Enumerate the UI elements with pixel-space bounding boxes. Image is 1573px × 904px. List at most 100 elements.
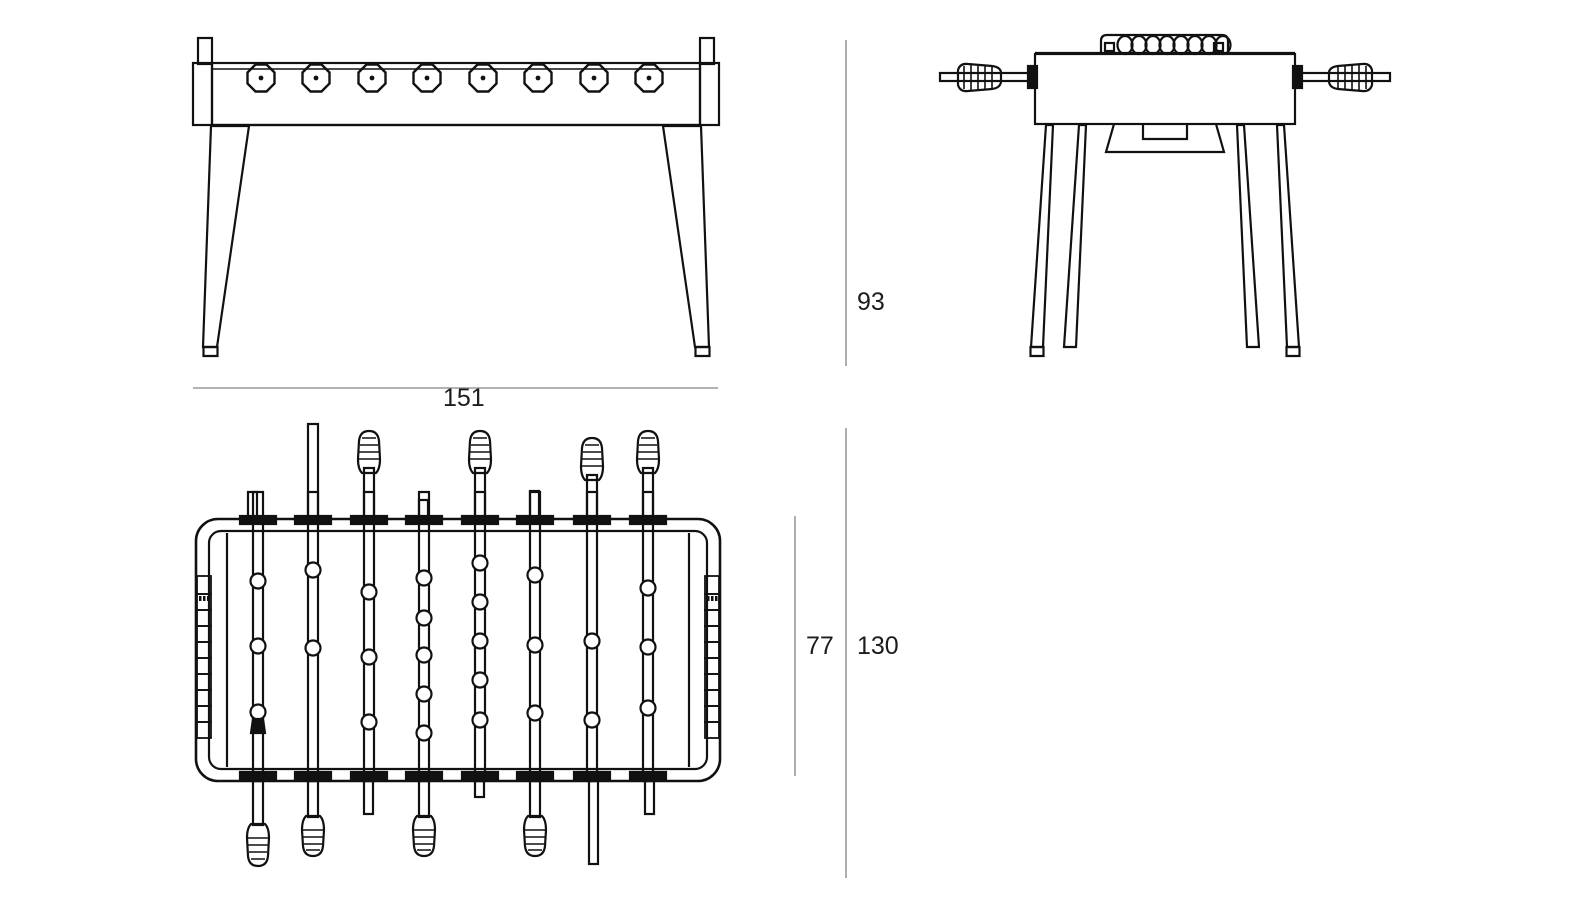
plan-player	[526, 704, 544, 722]
plan-rod-1-top-stub	[246, 490, 259, 520]
plan-rod-1-handle-ribs	[248, 837, 268, 860]
plan-player	[526, 636, 544, 654]
plan-player	[415, 685, 433, 703]
plan-rod-4-top-stub-tiny	[417, 498, 430, 520]
plan-rod-3-bottom-stub	[362, 779, 375, 816]
side-left-rod-collar	[1026, 64, 1039, 90]
side-left-handle-ribs	[963, 65, 993, 90]
front-rod-bushing	[634, 63, 664, 93]
plan-cabinet-outline	[194, 517, 722, 783]
plan-player	[471, 671, 489, 689]
side-right-rod-collar	[1291, 64, 1304, 90]
plan-player	[526, 566, 544, 584]
plan-rod-8	[628, 429, 668, 816]
side-foot-outer-left	[1029, 345, 1045, 358]
plan-player	[249, 703, 267, 721]
plan-rod-4	[404, 490, 444, 858]
side-score-left-tab	[1103, 41, 1116, 53]
plan-rod-5-bottom-stub-tiny	[473, 779, 486, 799]
dim-label-130: 130	[857, 632, 899, 660]
front-rod-bushing	[246, 63, 276, 93]
plan-player	[415, 609, 433, 627]
plan-player	[304, 561, 322, 579]
plan-rod-6-bearing-top	[515, 514, 555, 526]
plan-rod-6-top-stub	[528, 489, 541, 520]
plan-rod-7	[572, 436, 612, 866]
plan-rod-6-bearing-bottom	[515, 770, 555, 782]
side-leg-inner-right	[1235, 123, 1261, 349]
plan-rod-2-bearing-top	[293, 514, 333, 526]
plan-player	[639, 579, 657, 597]
plan-rod-8-bearing-bottom	[628, 770, 668, 782]
plan-player	[249, 572, 267, 590]
side-foot-outer-right	[1285, 345, 1301, 358]
plan-right-score-counter	[704, 575, 720, 739]
plan-rod-8-top-shaft	[641, 466, 655, 520]
plan-player	[471, 711, 489, 729]
plan-rod-7-handle-ribs	[582, 444, 602, 467]
dim-label-77: 77	[806, 632, 834, 660]
plan-rod-4-handle	[411, 814, 437, 858]
plan-rod-8-bearing-top	[628, 514, 668, 526]
plan-rod-8-handle	[635, 429, 661, 475]
dim-label-151: 151	[443, 384, 485, 412]
plan-left-score-counter	[196, 575, 212, 739]
plan-rod-3-top-shaft	[362, 466, 376, 520]
plan-rod-7-top-shaft	[585, 473, 599, 520]
front-rod-bushing	[412, 63, 442, 93]
plan-rod-5-handle	[467, 429, 493, 475]
plan-player	[304, 639, 322, 657]
plan-ball-marker	[249, 717, 267, 735]
plan-view	[194, 422, 722, 868]
plan-playfield-outline	[207, 529, 709, 771]
plan-rod-5-top-shaft	[473, 466, 487, 520]
front-rod-bushing-group	[246, 63, 664, 93]
plan-rod-3	[349, 429, 389, 816]
plan-player	[415, 646, 433, 664]
plan-player	[415, 724, 433, 742]
front-rod-bushing	[468, 63, 498, 93]
plan-player	[360, 713, 378, 731]
front-rod-bushing	[357, 63, 387, 93]
plan-rod-2-handle-ribs	[303, 829, 323, 851]
side-ball-return-handle	[1141, 124, 1189, 141]
plan-rod-3-bearing-top	[349, 514, 389, 526]
side-left-rod-handle	[956, 62, 1003, 93]
side-leg-inner-left	[1062, 123, 1088, 349]
front-rod-bushing	[301, 63, 331, 93]
plan-rod-8-bottom-stub	[643, 779, 656, 816]
plan-player	[639, 638, 657, 656]
plan-rod-7-bearing-top	[572, 514, 612, 526]
dim-label-93: 93	[857, 288, 885, 316]
side-right-handle-ribs	[1337, 65, 1367, 90]
plan-rod-4-bearing-bottom	[404, 770, 444, 782]
plan-rod-1-bearing-bottom	[238, 770, 278, 782]
front-left-foot	[202, 345, 219, 358]
plan-rod-7-bearing-bottom	[572, 770, 612, 782]
plan-rod-5-handle-ribs	[470, 437, 490, 460]
plan-player	[415, 569, 433, 587]
plan-player	[471, 554, 489, 572]
plan-rod-6-handle	[522, 814, 548, 858]
plan-rod-2-top-stub-long	[306, 422, 320, 520]
front-rod-bushing	[579, 63, 609, 93]
front-elevation-view	[191, 36, 721, 358]
plan-rod-6-handle-ribs	[525, 829, 545, 851]
plan-rod-7-handle	[579, 436, 605, 482]
front-rod-bushing	[523, 63, 553, 93]
side-elevation-view	[938, 33, 1392, 358]
plan-rod-3-bearing-bottom	[349, 770, 389, 782]
side-ball-return-drawer	[1104, 123, 1226, 154]
plan-rod-1-handle	[245, 822, 271, 868]
plan-player	[583, 711, 601, 729]
plan-rod-6	[515, 489, 555, 858]
plan-rod-4-bearing-top	[404, 514, 444, 526]
plan-rod-7-bottom-stub-long	[587, 779, 600, 866]
plan-player	[471, 593, 489, 611]
front-right-foot	[694, 345, 711, 358]
plan-player	[360, 583, 378, 601]
plan-rod-5	[460, 429, 500, 799]
plan-rod-2	[293, 422, 333, 858]
